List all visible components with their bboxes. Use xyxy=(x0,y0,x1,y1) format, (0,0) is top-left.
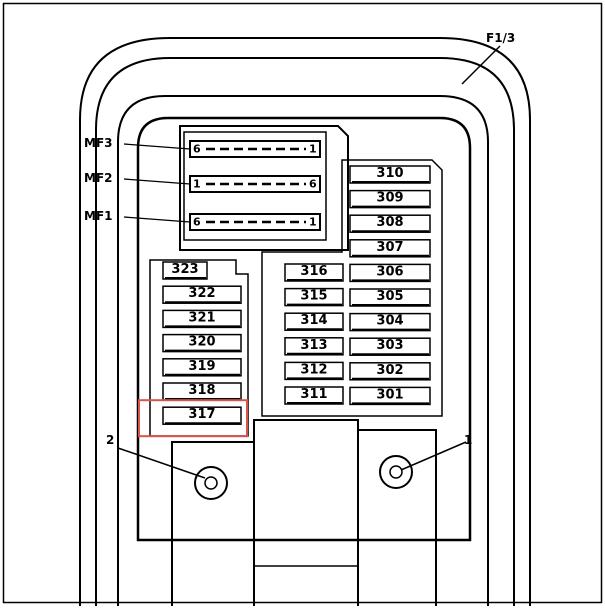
connector-mf2: 1 6 MF2 xyxy=(84,171,321,193)
connector-right-pin: 6 xyxy=(309,178,317,191)
fuse-323: 323 xyxy=(162,261,208,280)
fuse-label: 311 xyxy=(300,387,327,402)
frame-border xyxy=(2,2,603,604)
connector-callout-line xyxy=(123,216,191,223)
fuse-label: 308 xyxy=(376,215,403,230)
fuse-label: 302 xyxy=(376,363,403,378)
fuse-label: 322 xyxy=(188,286,215,301)
mount-screw-left xyxy=(194,466,228,500)
fuse-label: 314 xyxy=(300,313,327,328)
fuse-318: 318 xyxy=(162,382,242,401)
fuse-315: 315 xyxy=(284,287,344,307)
fuse-label: 319 xyxy=(188,359,215,374)
fuse-309: 309 xyxy=(349,189,431,209)
connector-left-pin: 1 xyxy=(193,178,201,191)
fuse-317: 317 xyxy=(162,406,242,425)
fuse-label: 318 xyxy=(188,383,215,398)
fuse-label: 310 xyxy=(376,166,403,181)
fuse-label: 307 xyxy=(376,240,403,255)
connector-label: MF1 xyxy=(84,209,113,223)
box-label: F1/3 xyxy=(486,31,515,45)
connector-right-pin: 1 xyxy=(309,216,317,229)
fuse-label: 309 xyxy=(376,191,403,206)
fuse-310: 310 xyxy=(349,165,431,184)
fuse-314: 314 xyxy=(284,312,344,331)
connector-right-pin: 1 xyxy=(309,143,317,156)
mount-label-right: 1 xyxy=(464,433,472,447)
fuse-311: 311 xyxy=(284,386,344,405)
mount-base xyxy=(171,419,437,606)
right-fuse-column: 310 309 308 307 306 305 304 303 302 301 xyxy=(349,165,431,406)
fuse-label: 312 xyxy=(300,362,327,377)
fuse-label: 304 xyxy=(376,314,403,329)
connector-callout-line xyxy=(123,178,191,185)
connector-mf3: 6 1 MF3 xyxy=(84,136,321,158)
connector-block xyxy=(179,125,349,251)
fuse-label: 321 xyxy=(188,310,215,325)
connector-left-pin: 6 xyxy=(193,143,201,156)
fuse-302: 302 xyxy=(349,362,431,381)
fuse-label: 315 xyxy=(300,289,327,304)
mount-label-left: 2 xyxy=(106,433,114,447)
left-fuse-column: 323 322 321 320 319 318 317 xyxy=(162,261,242,425)
housing-outer xyxy=(79,37,531,606)
highlight-box xyxy=(138,399,248,438)
connector-callout-line xyxy=(123,143,191,150)
fuse-label: 306 xyxy=(376,264,403,279)
housing-rim xyxy=(95,57,515,606)
fuse-306: 306 xyxy=(349,263,431,283)
fuse-312: 312 xyxy=(284,361,344,381)
fuse-303: 303 xyxy=(349,337,431,356)
fuse-panel xyxy=(136,116,472,542)
fuse-305: 305 xyxy=(349,288,431,307)
connector-block-inner xyxy=(183,131,327,241)
fuse-316: 316 xyxy=(284,263,344,282)
fuse-label: 313 xyxy=(300,338,327,353)
connector-label: MF2 xyxy=(84,171,113,185)
fuse-label: 323 xyxy=(171,262,198,277)
fuse-307: 307 xyxy=(349,239,431,258)
fuse-label: 316 xyxy=(300,264,327,279)
fuse-320: 320 xyxy=(162,333,242,353)
middle-fuse-column: 316 315 314 313 312 311 xyxy=(284,263,344,405)
fuse-label: 305 xyxy=(376,289,403,304)
mount-callout-line-left xyxy=(117,447,206,479)
fuse-label: 317 xyxy=(188,407,215,422)
fuse-304: 304 xyxy=(349,312,431,332)
fuse-label: 303 xyxy=(376,338,403,353)
fuse-label: 301 xyxy=(376,387,403,402)
fuse-319: 319 xyxy=(162,358,242,377)
box-callout-line xyxy=(461,45,501,85)
mount-screw-right xyxy=(379,455,413,489)
fuse-321: 321 xyxy=(162,309,242,329)
connector-mf1: 6 1 MF1 xyxy=(84,209,321,231)
housing-inner xyxy=(117,95,489,606)
fuse-301: 301 xyxy=(349,386,431,406)
fuse-308: 308 xyxy=(349,214,431,233)
fuse-313: 313 xyxy=(284,337,344,356)
right-fuse-housing xyxy=(261,159,443,417)
mount-callout-line-right xyxy=(400,441,467,471)
fuse-322: 322 xyxy=(162,285,242,304)
connector-left-pin: 6 xyxy=(193,216,201,229)
connector-label: MF3 xyxy=(84,136,113,150)
fuse-label: 320 xyxy=(188,335,215,350)
